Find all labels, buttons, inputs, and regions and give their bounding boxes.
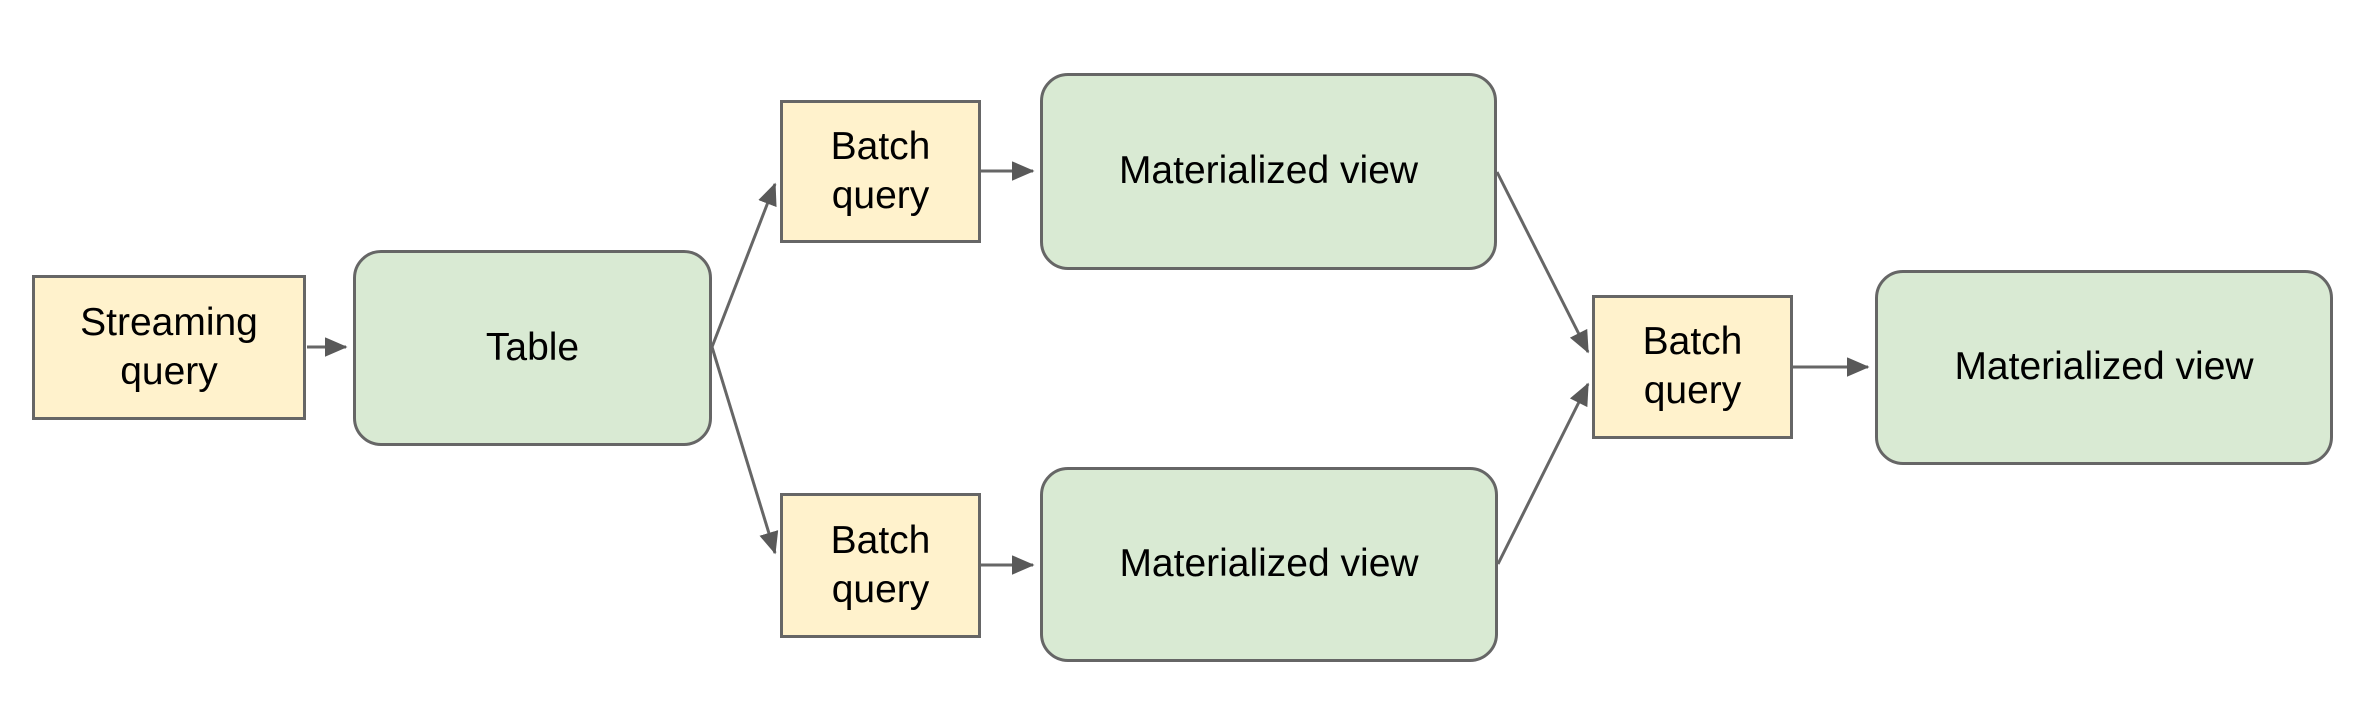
node-label: Materialized view: [1954, 345, 2254, 389]
node-batch-query-bottom: Batch query: [780, 493, 981, 638]
arrow-mv-top-to-batch-center: [1495, 171, 1590, 354]
node-batch-query-center: Batch query: [1592, 295, 1793, 439]
node-materialized-view-bottom: Materialized view: [1040, 467, 1498, 662]
arrow-table-to-batch-bottom: [710, 346, 779, 555]
arrow-table-to-batch-top: [710, 182, 777, 348]
node-label: Materialized view: [1119, 542, 1419, 586]
node-batch-query-top: Batch query: [780, 100, 981, 243]
node-label: Batch query: [1642, 320, 1743, 412]
node-materialized-view-final: Materialized view: [1875, 270, 2333, 465]
node-streaming-query: Streaming query: [32, 275, 306, 420]
arrow-mv-bottom-to-batch-center: [1496, 382, 1590, 565]
node-label: Streaming query: [80, 300, 258, 393]
node-label: Table: [485, 325, 580, 369]
node-label: Materialized view: [1118, 149, 1419, 193]
node-label: Batch query: [830, 518, 931, 611]
node-materialized-view-top: Materialized view: [1040, 73, 1497, 270]
node-table: Table: [353, 250, 712, 446]
node-label: Batch query: [830, 124, 931, 217]
